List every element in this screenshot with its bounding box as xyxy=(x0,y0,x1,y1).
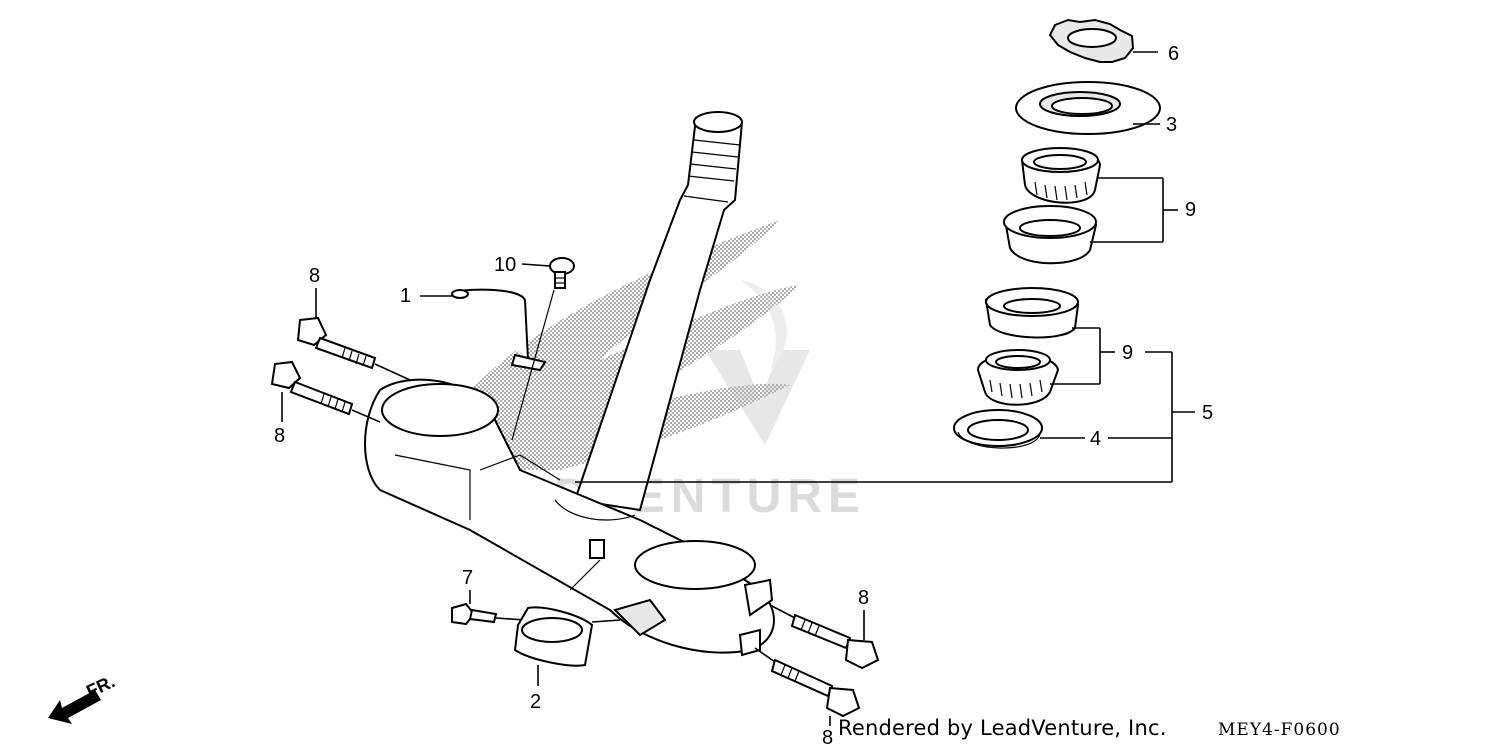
steering-stem-bottom-bridge xyxy=(364,378,775,657)
part-9-lower-bearing-cup xyxy=(984,287,1080,339)
part-7-bolt xyxy=(451,602,526,626)
callout-4: 4 xyxy=(1090,428,1101,450)
callout-8-lower-1: 8 xyxy=(858,587,869,609)
part-9-upper-bearing-cup xyxy=(1003,205,1098,265)
watermark-lv-logo xyxy=(705,280,810,445)
part-3-washer xyxy=(1015,81,1161,135)
part-8-bolt-upper-2 xyxy=(270,360,381,423)
leader-lines xyxy=(281,51,1195,726)
part-9-upper-bearing-race xyxy=(1020,147,1102,204)
part-8-bolt-lower-2 xyxy=(754,647,861,718)
diagram-code: MEY4-F0600 xyxy=(1218,720,1341,740)
part-10-bolt xyxy=(511,257,575,441)
front-direction-arrow-icon xyxy=(48,690,101,724)
part-8-bolt-lower-1 xyxy=(769,604,880,670)
part-9-lower-bearing-race xyxy=(976,349,1060,406)
callout-10: 10 xyxy=(494,254,516,276)
callout-2: 2 xyxy=(530,691,541,713)
callout-9-upper: 9 xyxy=(1185,199,1196,221)
callout-8-upper-2: 8 xyxy=(274,425,285,447)
part-2-clamp xyxy=(513,606,621,667)
callout-6: 6 xyxy=(1168,43,1179,65)
part-4-dust-seal xyxy=(953,409,1043,449)
callout-9-lower: 9 xyxy=(1122,342,1133,364)
callout-7: 7 xyxy=(462,567,473,589)
callout-8-upper-1: 8 xyxy=(309,265,320,287)
watermark-wing-logo xyxy=(420,220,800,470)
callout-1: 1 xyxy=(400,285,411,307)
part-8-bolt-upper-1 xyxy=(296,316,411,381)
callout-5: 5 xyxy=(1202,402,1213,424)
callout-8-lower-2: 8 xyxy=(822,727,833,748)
part-6-lock-nut xyxy=(1048,18,1135,63)
steering-stem-shaft xyxy=(573,111,744,512)
credit-text: Rendered by LeadVenture, Inc. xyxy=(838,716,1167,740)
part-1-guide xyxy=(451,288,547,372)
callout-3: 3 xyxy=(1166,114,1177,136)
